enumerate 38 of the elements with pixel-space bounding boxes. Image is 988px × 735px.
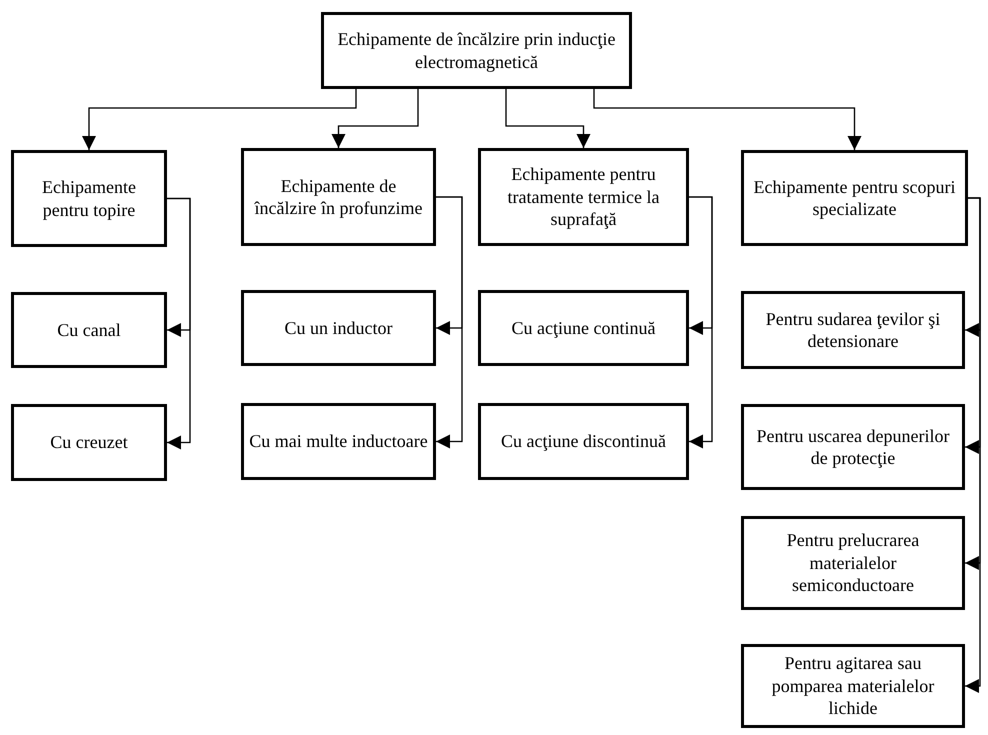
box-label: Cu acţiune discontinuă bbox=[501, 430, 666, 453]
category-box bbox=[241, 290, 436, 366]
arrow bbox=[593, 89, 862, 150]
arrow bbox=[332, 89, 419, 148]
category-box bbox=[741, 516, 965, 610]
category-box bbox=[321, 12, 632, 89]
category-box bbox=[11, 292, 167, 368]
arrow bbox=[436, 196, 463, 448]
box-label: Echipamente pentru topire bbox=[41, 176, 137, 221]
box-label: Pentru uscarea depunerilor de protecţie bbox=[756, 424, 950, 470]
arrow bbox=[82, 89, 357, 150]
category-box bbox=[241, 403, 436, 480]
category-box bbox=[478, 290, 689, 366]
category-box bbox=[478, 148, 689, 246]
box-label: Echipamente pentru tratamente termice la suprafaţă bbox=[506, 163, 660, 231]
category-box bbox=[241, 148, 436, 246]
box-label: Pentru prelucrarea materialelor semiconductoare bbox=[786, 529, 920, 597]
category-box bbox=[11, 150, 167, 247]
box-label: Echipamente de încălzire prin inducţie electromagnetică bbox=[336, 28, 616, 73]
box-label: Cu creuzet bbox=[50, 431, 128, 454]
arrow bbox=[167, 198, 191, 450]
arrow bbox=[505, 89, 590, 148]
arrow bbox=[965, 197, 981, 693]
box-label: Cu canal bbox=[57, 318, 121, 342]
category-box bbox=[741, 291, 965, 369]
box-label: Pentru sudarea ţevilor şi detensionare bbox=[764, 308, 942, 352]
category-box bbox=[11, 404, 167, 481]
box-label: Echipamente pentru scopuri specializate bbox=[752, 176, 956, 220]
box-label: Cu un inductor bbox=[284, 316, 392, 340]
category-box bbox=[478, 403, 689, 480]
box-label: Cu acţiune continuă bbox=[512, 316, 656, 340]
category-box bbox=[741, 150, 968, 246]
box-label: Echipamente de încălzire în profunzime bbox=[253, 174, 424, 220]
arrow bbox=[689, 196, 713, 448]
box-label: Cu mai multe inductoare bbox=[249, 430, 428, 453]
box-label: Pentru agitarea sau pomparea materialelor lichide bbox=[770, 652, 936, 720]
category-box bbox=[741, 644, 965, 728]
category-box bbox=[741, 404, 965, 490]
